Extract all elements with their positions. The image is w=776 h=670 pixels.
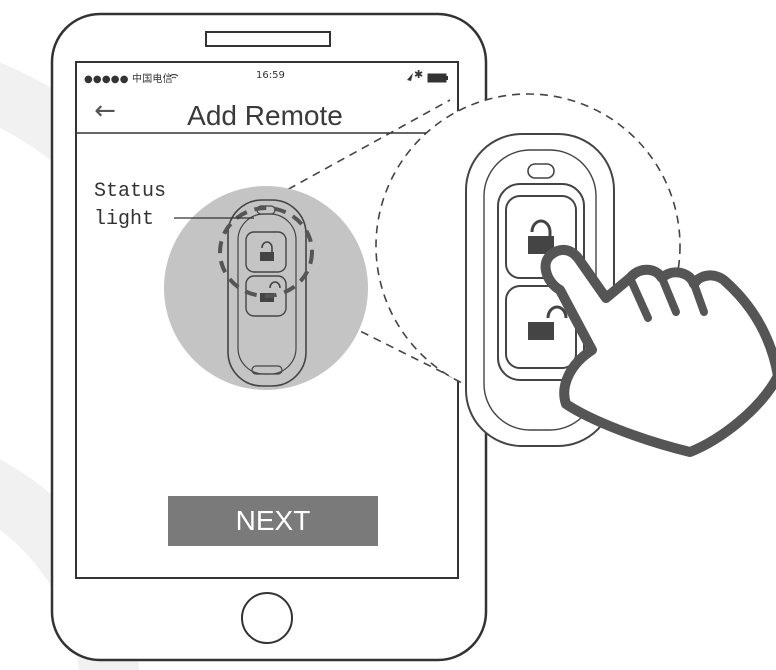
home-button[interactable] — [241, 592, 293, 644]
hand-pointer-icon — [540, 244, 776, 457]
status-light-label: Status light — [94, 180, 167, 231]
status-carrier: ●●●●● 中国电信 — [84, 74, 173, 85]
bluetooth-icon: ✱ — [414, 68, 424, 81]
arrow-left-icon: ← — [94, 96, 116, 126]
location-icon — [407, 73, 413, 81]
status-time: 16:59 — [256, 70, 285, 81]
back-button[interactable]: ← — [88, 94, 122, 128]
next-button[interactable]: NEXT — [168, 496, 378, 546]
wifi-icon — [169, 74, 179, 79]
battery-icon — [427, 73, 448, 83]
page-title: Add Remote — [187, 100, 343, 131]
remote-thumbnail — [164, 186, 368, 390]
